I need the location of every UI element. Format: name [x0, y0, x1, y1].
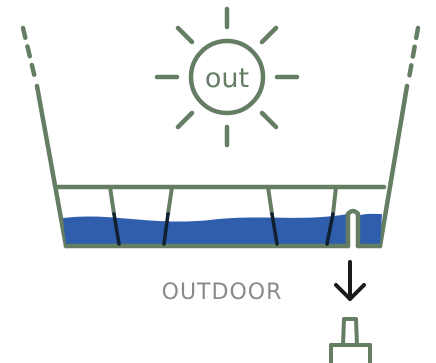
sun-icon: out [157, 9, 297, 145]
water-reservoir [63, 214, 348, 246]
arrow-down-icon [336, 262, 364, 299]
sun-label: out [205, 63, 249, 94]
bin-right-wall-dashed [409, 28, 418, 78]
drain-spout-icon [331, 319, 370, 363]
bin-left-wall [37, 86, 66, 246]
drain-channel-cap [348, 211, 358, 214]
location-label: OUTDOOR [162, 280, 283, 305]
water-reservoir-drain-section [358, 214, 382, 246]
bin-right-wall [380, 86, 407, 246]
bin-left-wall-dashed [23, 28, 35, 78]
planter-bin-icon [23, 28, 418, 246]
bin-dividers-upper [110, 187, 336, 214]
